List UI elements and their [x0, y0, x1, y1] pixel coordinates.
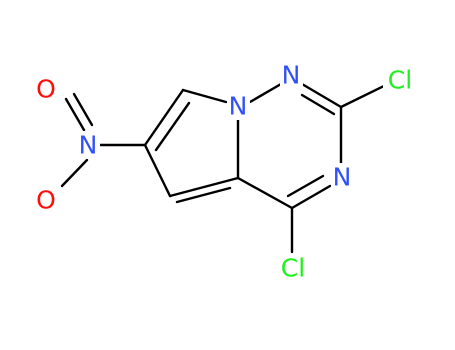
bond-n-o-top-b — [72, 92, 94, 127]
bond-c6-c7-a — [143, 88, 185, 147]
label-backdrop-n-bridge — [227, 92, 250, 120]
bond-n2-c2-b — [300, 93, 336, 116]
bond-n4-c4-b — [286, 174, 325, 198]
bond-n2-c2-a — [300, 82, 343, 109]
label-backdrop-cl-2 — [383, 66, 417, 94]
bond-c4a-c5-b — [175, 186, 232, 204]
atom-n4: N — [333, 163, 352, 192]
label-backdrop-n-nitro — [77, 131, 100, 159]
bond-c6-c7-b — [154, 101, 191, 152]
label-backdrop-n2 — [280, 61, 303, 89]
bond-c7-n-bridge — [181, 88, 228, 104]
bond-c4a-c5-a — [168, 176, 240, 198]
atom-n-nitro: N — [79, 131, 98, 160]
atom-cl-2: Cl — [388, 66, 412, 95]
bond-n-bridge-n2 — [248, 82, 283, 104]
label-backdrop-n4 — [331, 163, 354, 191]
atom-o-bottom: O — [36, 186, 56, 215]
bond-c2-cl — [339, 84, 386, 109]
bond-n4-c4-a — [290, 184, 332, 210]
atom-n2: N — [282, 61, 301, 90]
bond-n-o-bottom — [60, 158, 89, 188]
bond-c4-c4a — [236, 176, 294, 210]
atom-n-bridge: N — [229, 92, 248, 121]
bond-n-o-top-a — [64, 97, 86, 132]
atom-cl-4: Cl — [281, 254, 305, 283]
bonds — [60, 82, 386, 254]
label-backdrop-cl-4 — [276, 254, 310, 282]
atom-labels: N O O N N N Cl Cl — [35, 61, 417, 283]
bond-c5-c6 — [143, 143, 172, 198]
label-backdrop-o-bottom — [35, 186, 58, 214]
label-backdrop-o-top — [35, 75, 58, 103]
atom-o-top: O — [36, 75, 56, 104]
